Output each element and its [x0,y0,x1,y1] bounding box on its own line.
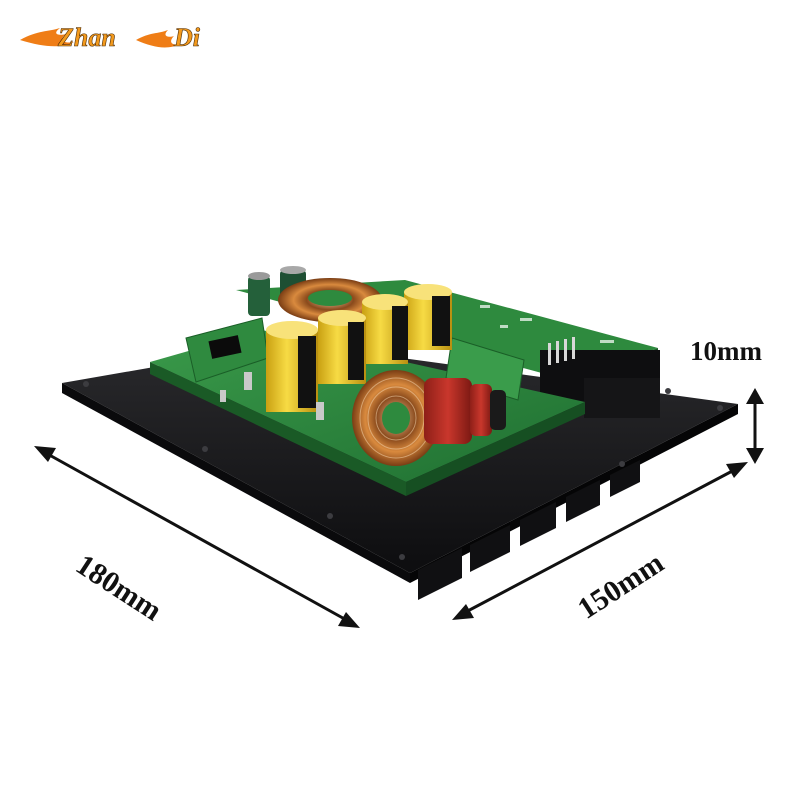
yellow-capacitors [266,284,452,412]
film-capacitors [424,378,506,444]
zhandi-logo: Zhan Di [20,23,201,52]
spade-terminals [220,372,324,420]
logo-word-1: Zhan [57,23,116,52]
logo-word-2: Di [173,23,201,52]
rear-toroid-inductor [278,278,382,322]
flame-icon [20,28,180,48]
front-toroid-inductor [352,370,440,466]
height-dimension-label: 10mm [690,336,762,366]
dimension-arrows [34,388,764,628]
